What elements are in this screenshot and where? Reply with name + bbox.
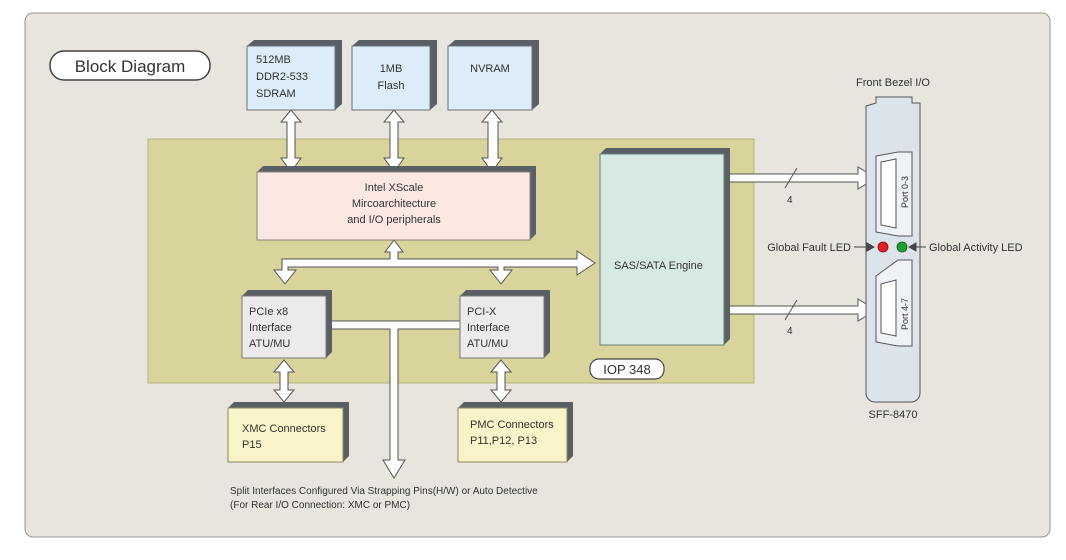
xscale-box: Intel XScale Mircoarchitecture and I/O p… (256, 166, 536, 241)
split-note-line-1: Split Interfaces Configured Via Strappin… (230, 486, 538, 497)
xscale-line-1: Intel XScale (365, 182, 424, 194)
xmc-connectors-box: XMC Connectors P15 (227, 402, 349, 463)
xmc-line-2: P15 (242, 439, 262, 451)
xscale-line-3: and I/O peripherals (347, 214, 441, 226)
sdram-line-2: DDR2-533 (256, 71, 308, 83)
pmc-connectors-box: PMC Connectors P11,P12, P13 (457, 402, 573, 463)
flash-line-1: 1MB (380, 63, 403, 75)
pmc-line-2: P11,P12, P13 (470, 435, 537, 447)
flash-box: 1MB Flash (351, 40, 437, 111)
global-activity-led-icon (896, 241, 908, 253)
split-note-line-2: (For Rear I/O Connection: XMC or PMC) (230, 500, 410, 511)
pmc-line-1: PMC Connectors (470, 419, 554, 431)
sdram-line-1: 512MB (256, 54, 291, 66)
title-badge: Block Diagram (49, 50, 211, 81)
sas-engine-label: SAS/SATA Engine (614, 260, 703, 272)
port-4-7-label: Port 4-7 (900, 298, 910, 330)
iop-badge: IOP 348 (589, 358, 665, 380)
nvram-label: NVRAM (470, 63, 510, 75)
port-0-3-label: Port 0-3 (900, 176, 910, 208)
lane-count-top: 4 (787, 195, 793, 206)
xmc-line-1: XMC Connectors (242, 423, 326, 435)
fault-led-pointer-icon (854, 242, 876, 252)
flash-line-2: Flash (378, 80, 405, 92)
connector-model-label: SFF-8470 (869, 409, 918, 421)
sas-sata-engine-box: SAS/SATA Engine (599, 148, 730, 346)
activity-led-pointer-icon (907, 242, 926, 252)
xscale-line-2: Mircoarchitecture (352, 198, 436, 210)
lane-ticks (784, 167, 798, 321)
pcie-line-3: ATU/MU (249, 338, 290, 350)
pcix-line-3: ATU/MU (467, 338, 508, 350)
port-4-7-connector: Port 4-7 (875, 259, 913, 347)
lane-count-bottom: 4 (787, 326, 793, 337)
front-bezel-label: Front Bezel I/O (856, 77, 930, 89)
front-bezel-panel (865, 96, 921, 403)
sdram-line-3: SDRAM (256, 88, 296, 100)
sdram-box: 512MB DDR2-533 SDRAM (246, 40, 342, 111)
pcie-line-2: Interface (249, 322, 292, 334)
nvram-box: NVRAM (447, 40, 539, 111)
pcie-line-1: PCIe x8 (249, 306, 288, 318)
global-fault-led-label: Global Fault LED (767, 242, 851, 254)
diagram-title: Block Diagram (75, 57, 186, 76)
svg-text:IOP 348: IOP 348 (603, 362, 650, 377)
pcie-interface-box: PCIe x8 Interface ATU/MU (241, 290, 332, 359)
internal-bus-arrows (272, 239, 596, 285)
pcix-interface-box: PCI-X Interface ATU/MU (459, 290, 550, 359)
global-fault-led-icon (877, 241, 889, 253)
pcix-line-1: PCI-X (467, 306, 497, 318)
global-activity-led-label: Global Activity LED (929, 242, 1023, 254)
pcix-line-2: Interface (467, 322, 510, 334)
port-0-3-connector: Port 0-3 (875, 151, 913, 237)
